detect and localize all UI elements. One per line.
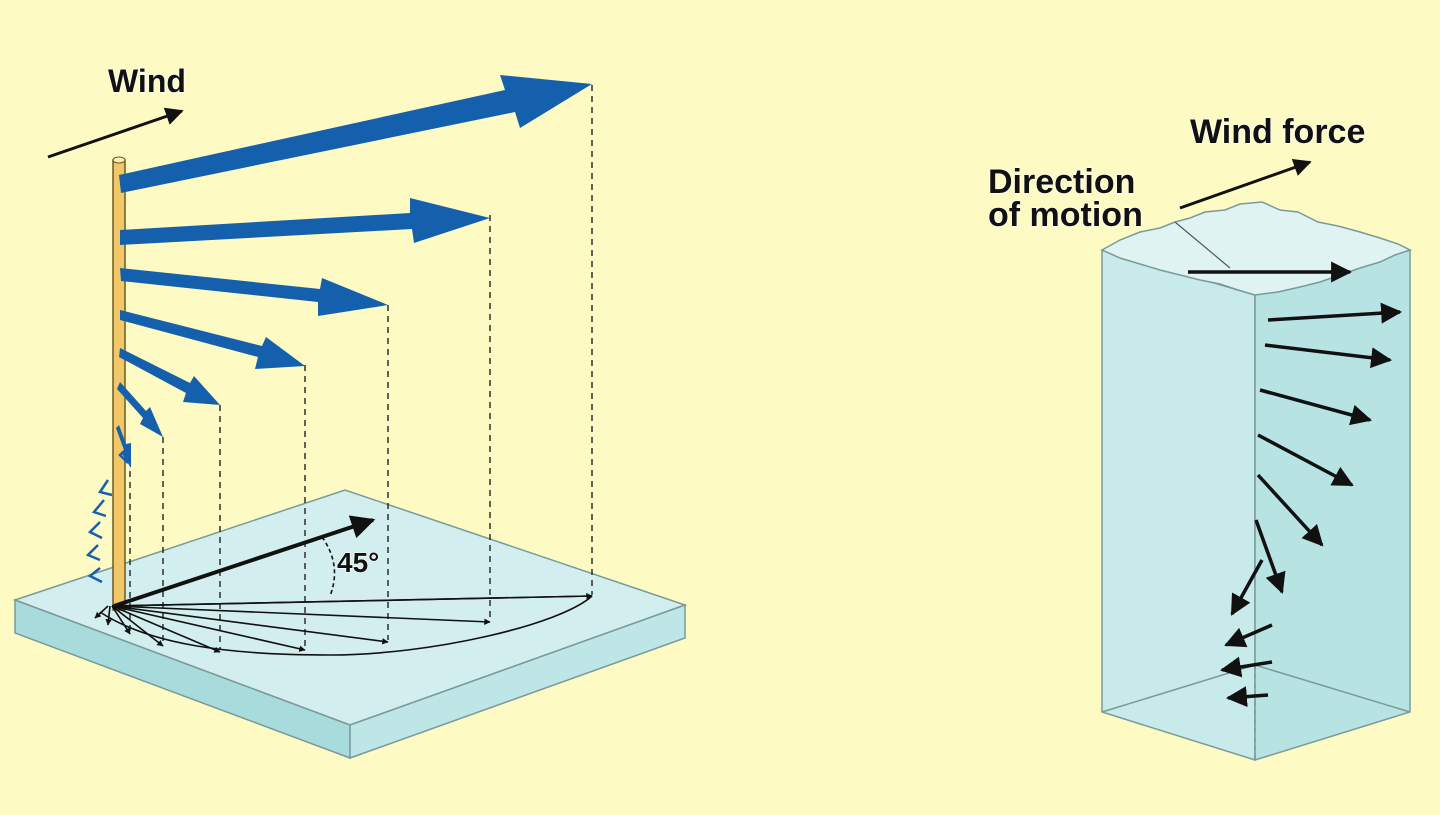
spiral-arrow-icon [120,198,490,245]
spiral-arrow-icon [119,348,220,405]
wind-arrow [47,107,184,159]
spiral-arrows [116,75,592,468]
spiral-arrow-icon [116,425,131,468]
water-column-figure: Wind force Direction of motion [987,112,1412,762]
spiral-arrow-icon [117,382,163,437]
projection-lines [129,85,593,650]
column-right-face [1254,249,1411,762]
depth-current-arrows [1219,302,1403,708]
slab-right-face [349,603,686,760]
surface-current-arrow [113,515,593,608]
ocean-slab [12,489,688,760]
wind-force-label: Wind force [1190,113,1365,151]
deep-spiral-arrows [85,447,129,584]
direction-label-line1: Direction [988,163,1135,201]
direction-leader-line [1174,221,1231,269]
wind-label: Wind [108,63,186,99]
mast [112,156,126,611]
spiral-arrow-icon [120,268,388,316]
wind-force-arrow [1179,158,1312,210]
spiral-arrow-icon [120,310,305,369]
angle-arc [321,536,336,597]
ekman-spiral-figure: Wind [12,62,688,760]
direction-label-line2: of motion [988,196,1143,234]
angle-label: 45° [337,547,379,578]
spiral-arrow-icon [119,75,592,193]
column-left-face [1101,248,1256,762]
